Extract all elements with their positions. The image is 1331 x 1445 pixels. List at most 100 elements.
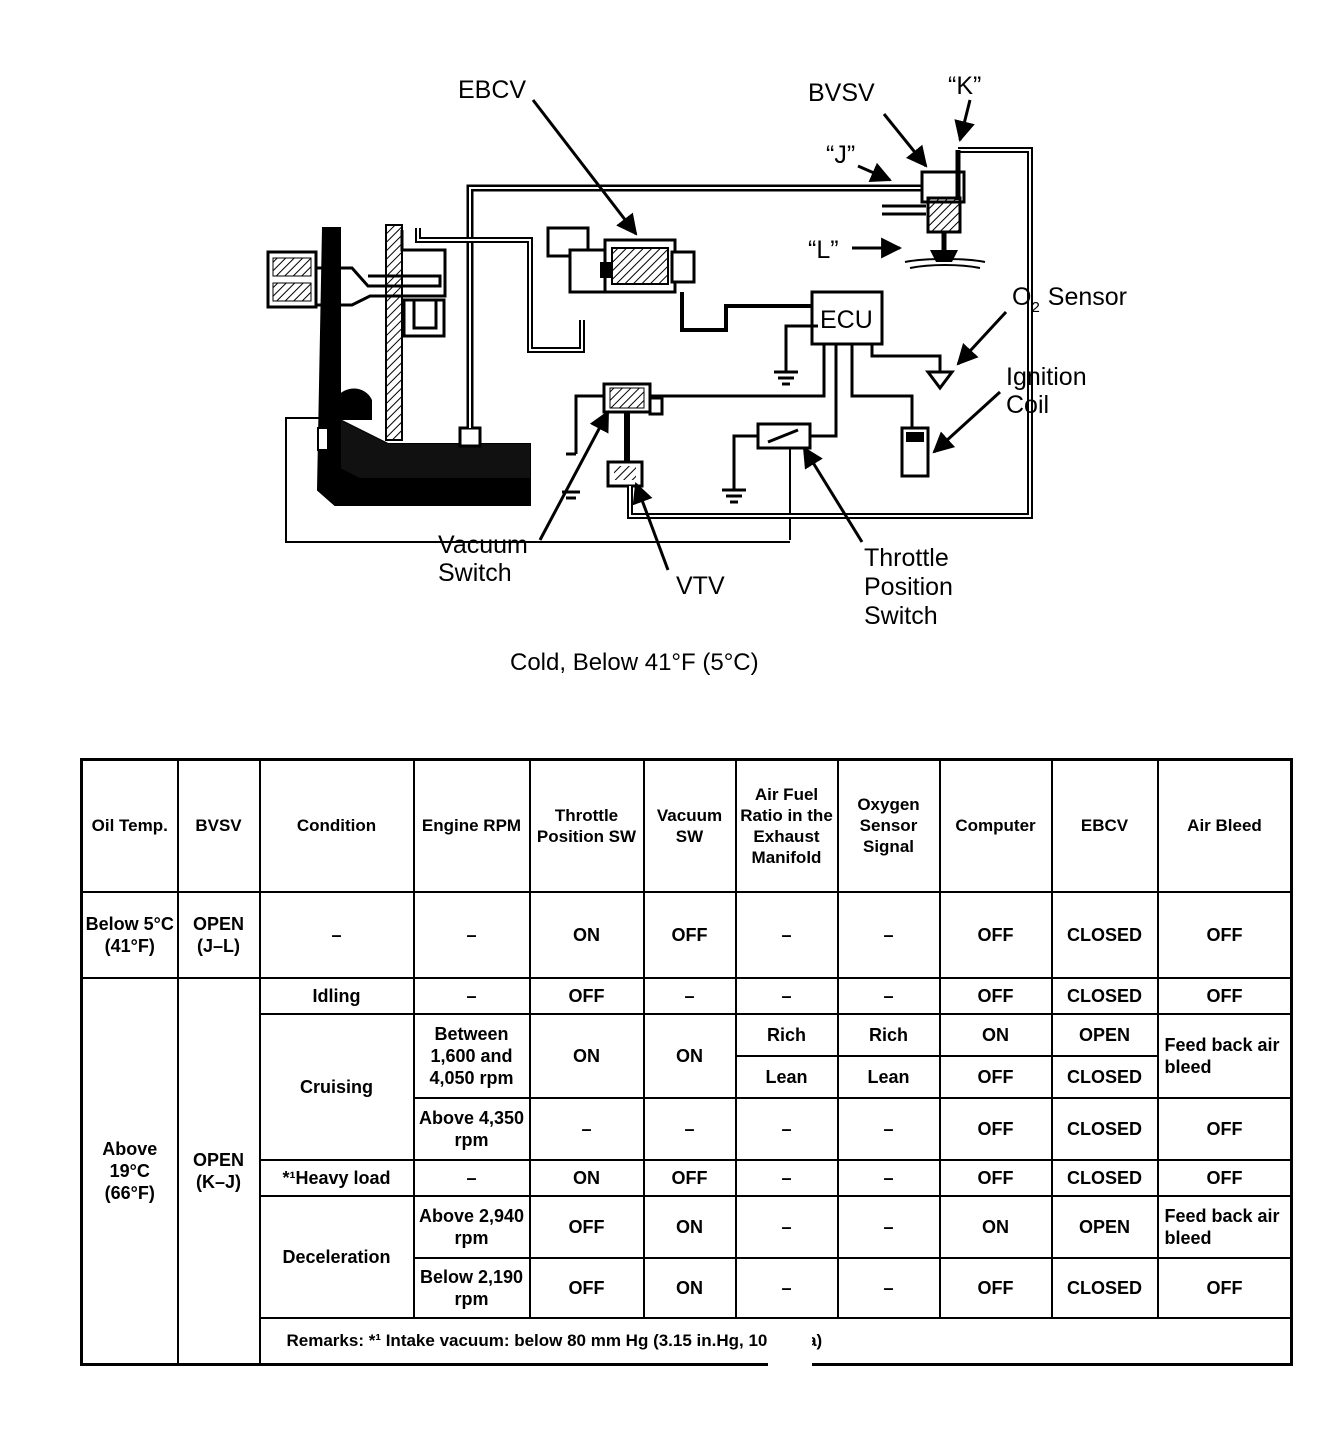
cell-air-bleed: OFF <box>1156 890 1293 979</box>
cell-ebcv: OPEN <box>1050 1012 1159 1057</box>
header-computer: Computer <box>938 758 1053 893</box>
cell-rpm: – <box>412 1159 531 1198</box>
table-row-below: Below 5°C (41°F) OPEN (J–L) – – ON OFF –… <box>80 890 1293 979</box>
ecu-box <box>810 290 884 346</box>
scan-occlusion <box>768 1328 812 1368</box>
table-row-cruising-lean: Lean Lean OFF CLOSED <box>82 1054 1292 1100</box>
cell-rpm: Above 4,350 rpm <box>412 1097 531 1162</box>
cell-rpm: – <box>412 976 531 1015</box>
label-vacuum-line1: Vacuum <box>438 531 528 559</box>
cell-computer: OFF <box>938 1097 1053 1162</box>
header-air-fuel: Air Fuel Ratio in the Exhaust Manifold <box>734 758 839 893</box>
cell-bvsv-above: OPEN (K–J) <box>176 976 261 1366</box>
cell-air-bleed: OFF <box>1156 976 1293 1015</box>
diagram-caption: Cold, Below 41°F (5°C) <box>510 649 759 676</box>
cell-vacuum: – <box>642 976 737 1015</box>
cell-oxygen: – <box>836 1257 941 1320</box>
table-row-decel-low: Below 2,190 rpm OFF ON – – OFF CLOSED OF… <box>82 1257 1293 1320</box>
cell-vacuum: ON <box>642 1012 737 1100</box>
cell-rpm: Above 2,940 rpm <box>412 1195 531 1260</box>
label-l: “L” <box>808 236 839 264</box>
cell-ebcv: OPEN <box>1050 1195 1159 1260</box>
cell-rpm: Below 2,190 rpm <box>412 1257 531 1320</box>
cell-throttle: OFF <box>528 1257 645 1320</box>
cell-air-fuel: Lean <box>734 1054 839 1100</box>
cell-throttle: – <box>528 1097 645 1162</box>
cell-air-bleed: OFF <box>1156 1257 1293 1320</box>
cell-computer: OFF <box>938 976 1053 1015</box>
cell-bvsv: OPEN (J–L) <box>176 890 261 979</box>
cell-computer: OFF <box>938 1054 1053 1100</box>
label-ebcv: EBCV <box>458 76 526 104</box>
cell-oil-temp: Below 5°C (41°F) <box>80 890 179 979</box>
label-vtv: VTV <box>676 572 725 600</box>
cell-air-bleed: OFF <box>1156 1097 1293 1162</box>
header-condition: Condition <box>258 758 415 893</box>
cell-air-fuel: – <box>734 976 839 1015</box>
table-row-heavy-load: *¹Heavy load – ON OFF – – OFF CLOSED OFF <box>82 1159 1293 1198</box>
cell-computer: OFF <box>938 890 1053 979</box>
cell-computer: ON <box>938 1195 1053 1260</box>
cell-oil-temp-above: Above 19°C (66°F) <box>80 976 179 1366</box>
header-oil-temp: Oil Temp. <box>80 758 179 893</box>
cell-computer: OFF <box>938 1159 1053 1198</box>
ebcv-valve <box>546 226 696 294</box>
cell-oxygen: – <box>836 890 941 979</box>
cell-air-bleed: Feed back air bleed <box>1156 1012 1293 1100</box>
cell-computer: OFF <box>938 1257 1053 1320</box>
cell-rpm: – <box>412 890 531 979</box>
table-row-cruising-rich: Cruising Between 1,600 and 4,050 rpm ON … <box>82 1012 1293 1162</box>
cell-air-bleed: Feed back air bleed <box>1156 1195 1293 1260</box>
cell-vacuum: OFF <box>642 1159 737 1198</box>
cell-ebcv: CLOSED <box>1050 1257 1159 1320</box>
label-ecu: ECU <box>820 306 873 334</box>
label-throttle-line3: Switch <box>864 602 938 630</box>
cell-air-fuel: – <box>734 1097 839 1162</box>
cell-throttle: ON <box>528 1012 645 1100</box>
cell-vacuum: ON <box>642 1257 737 1320</box>
header-row: Oil Temp. BVSV Condition Engine RPM Thro… <box>80 758 1293 893</box>
header-bvsv: BVSV <box>176 758 261 893</box>
cell-throttle: OFF <box>528 976 645 1015</box>
header-vacuum-sw: Vacuum SW <box>642 758 737 893</box>
table-row-cruising-high: Above 4,350 rpm – – – – OFF CLOSED OFF <box>82 1097 1293 1162</box>
o2-sensor-shape <box>925 370 955 391</box>
cell-vacuum: ON <box>642 1195 737 1260</box>
cell-vacuum: – <box>642 1097 737 1162</box>
cell-oxygen: – <box>836 1159 941 1198</box>
vacuum-switch-shape <box>602 382 664 462</box>
label-throttle-line1: Throttle <box>864 544 949 572</box>
cell-condition: Deceleration <box>258 1195 415 1320</box>
header-throttle-sw: Throttle Position SW <box>528 758 645 893</box>
table-row-idling: Above 19°C (66°F) OPEN (K–J) Idling – OF… <box>80 976 1293 1366</box>
label-throttle-line2: Position <box>864 573 953 601</box>
cell-vacuum: OFF <box>642 890 737 979</box>
cell-ebcv: CLOSED <box>1050 890 1159 979</box>
bvsv-valve <box>882 150 986 269</box>
cell-ebcv: CLOSED <box>1050 1097 1159 1162</box>
cell-oxygen: Rich <box>836 1012 941 1057</box>
label-ignition-line1: Ignition <box>1006 363 1087 391</box>
cell-ebcv: CLOSED <box>1050 1159 1159 1198</box>
cell-air-fuel: – <box>734 1195 839 1260</box>
cell-air-fuel: – <box>734 1257 839 1320</box>
header-engine-rpm: Engine RPM <box>412 758 531 893</box>
cell-ebcv: CLOSED <box>1050 1054 1159 1100</box>
label-vacuum-line2: Switch <box>438 559 512 587</box>
cell-oxygen: – <box>836 1195 941 1260</box>
cell-throttle: ON <box>528 890 645 979</box>
cell-condition: Idling <box>258 976 415 1015</box>
label-bvsv: BVSV <box>808 79 875 107</box>
label-ignition-line2: Coil <box>1006 391 1049 419</box>
operation-table: Oil Temp. BVSV Condition Engine RPM Thro… <box>80 758 1293 1366</box>
table-row-remarks: Remarks: *¹ Intake vacuum: below 80 mm H… <box>82 1317 1293 1366</box>
cell-oxygen: – <box>836 976 941 1015</box>
header-oxygen: Oxygen Sensor Signal <box>836 758 941 893</box>
label-j: “J” <box>826 141 855 169</box>
header-air-bleed: Air Bleed <box>1156 758 1293 893</box>
cell-oxygen: – <box>836 1097 941 1162</box>
cell-oxygen: Lean <box>836 1054 941 1100</box>
cell-condition: Cruising <box>258 1012 415 1162</box>
cell-air-fuel: Rich <box>734 1012 839 1057</box>
